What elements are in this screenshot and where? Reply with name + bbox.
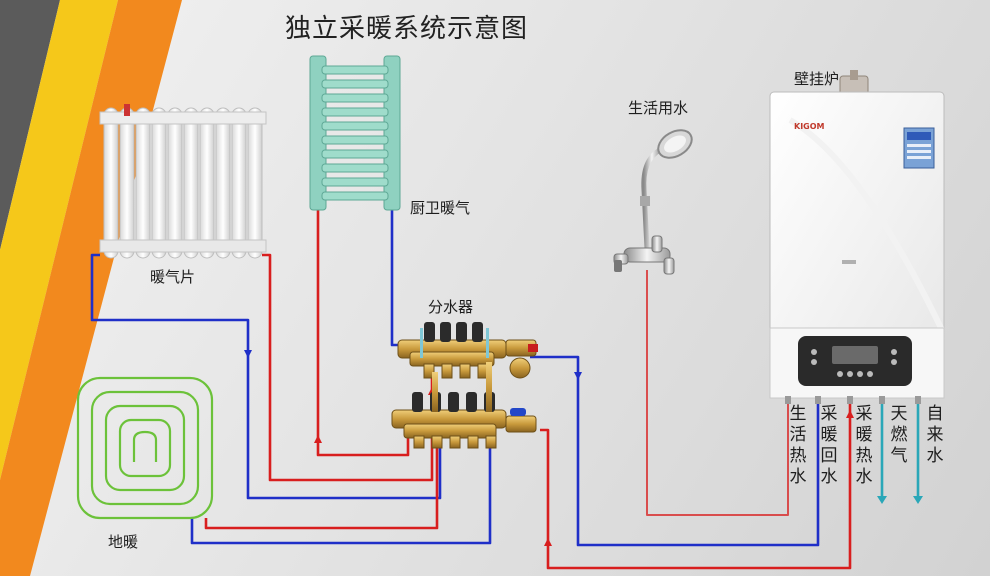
- floor-heating-coil: [76, 376, 214, 520]
- towel-rack-return-pipe: [390, 200, 400, 347]
- main-return-pipe: [530, 355, 820, 547]
- radiator-columns: [103, 107, 263, 259]
- label-domestic-water: 生活用水: [628, 99, 689, 117]
- boiler-control-panel: [798, 336, 912, 386]
- boiler-connection-pipes: [785, 396, 921, 404]
- radiator-return-pipe: [90, 253, 442, 500]
- label-natural-gas: 天燃气: [890, 404, 908, 466]
- floor-return-pipe: [190, 360, 492, 545]
- boiler-brand-logo: KIGOM: [794, 122, 825, 131]
- label-domestic-hot-water: 生活热水: [789, 404, 807, 487]
- towel-rack-supply-pipe: [316, 200, 410, 457]
- boiler: [769, 70, 945, 404]
- boiler-sticker: [903, 127, 935, 169]
- label-heating-return: 采暖回水: [820, 404, 838, 487]
- radiator-supply-pipe: [262, 253, 434, 482]
- label-radiator: 暖气片: [150, 268, 196, 286]
- towel-rack: [309, 55, 401, 211]
- shower: [640, 129, 693, 249]
- label-manifold: 分水器: [428, 298, 474, 316]
- label-floor-heating: 地暖: [108, 533, 139, 551]
- domestic-hot-water-pipe: [646, 270, 789, 516]
- label-towel-rack: 厨卫暖气: [410, 199, 471, 217]
- faucet: [613, 235, 675, 275]
- diagram-title: 独立采暖系统示意图: [285, 14, 529, 44]
- label-boiler: 壁挂炉: [794, 70, 840, 88]
- label-heating-supply: 采暖热水: [855, 404, 873, 487]
- radiator: [99, 104, 267, 259]
- floor-supply-pipe: [204, 432, 439, 530]
- label-tap-water: 自来水: [926, 404, 944, 466]
- manifold: [391, 322, 538, 449]
- main-supply-pipe: [540, 402, 852, 570]
